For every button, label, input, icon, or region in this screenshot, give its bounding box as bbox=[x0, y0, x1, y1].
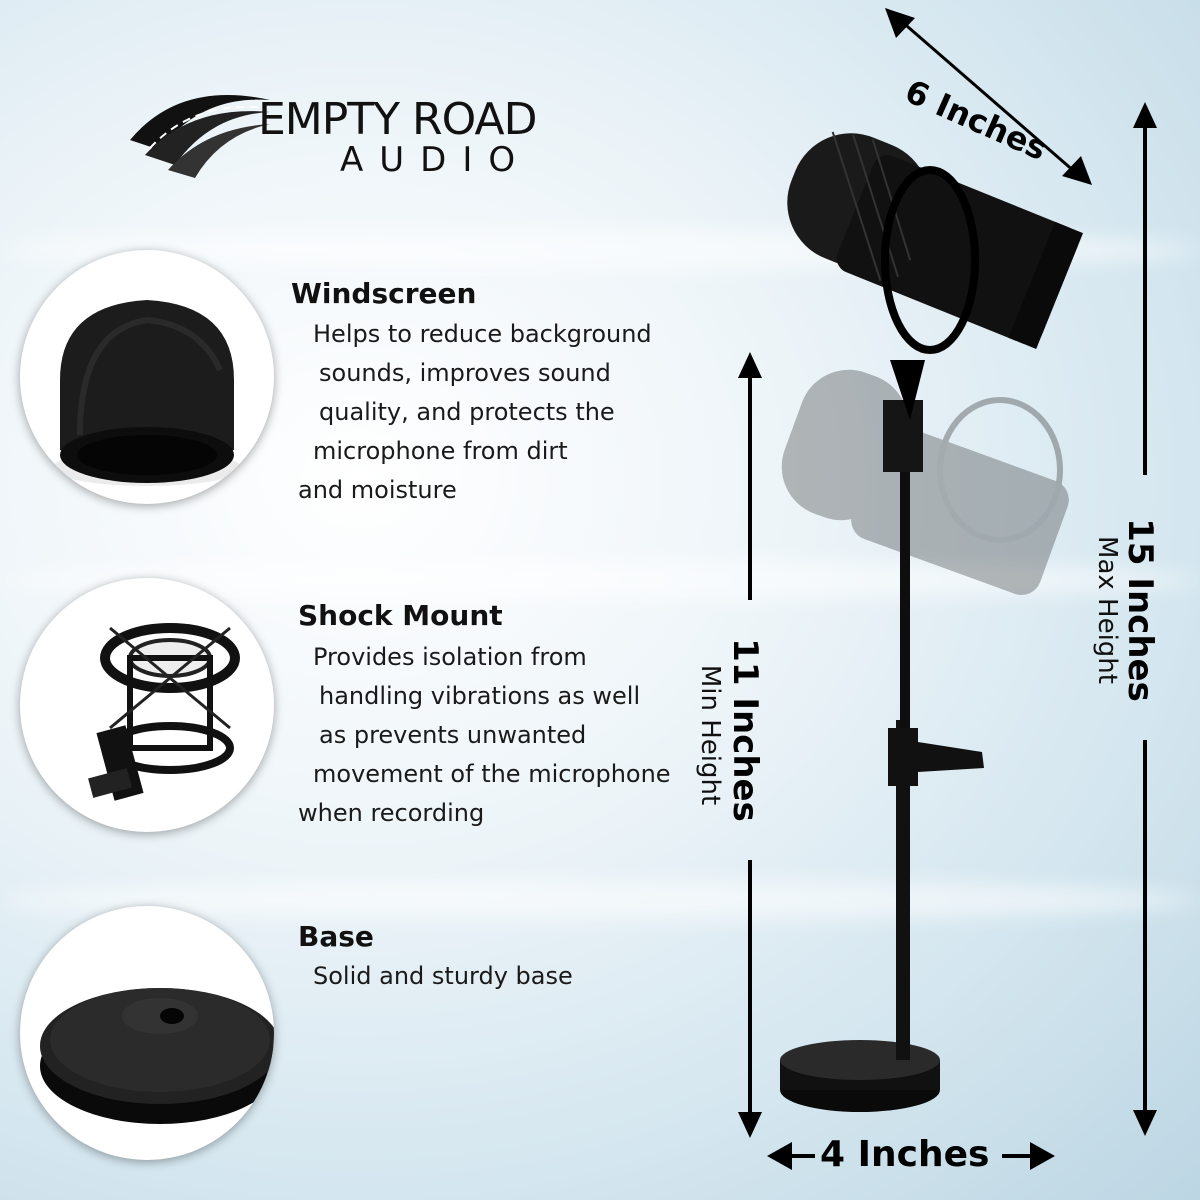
windscreen-image bbox=[20, 250, 274, 504]
logo-wordmark: EMPTY ROAD bbox=[258, 94, 537, 145]
base-width-label: 4 Inches bbox=[820, 1134, 990, 1175]
base-image bbox=[20, 906, 274, 1160]
shock-mount-image bbox=[20, 578, 274, 832]
shock-mount-description-line: when recording bbox=[298, 799, 485, 827]
shock-mount-title: Shock Mount bbox=[298, 599, 503, 632]
background-streak bbox=[0, 880, 1200, 920]
min-height-value: 11 Inches bbox=[725, 638, 765, 822]
windscreen-description-line: sounds, improves sound bbox=[319, 359, 611, 387]
shock-mount-description-line: handling vibrations as well bbox=[319, 682, 641, 710]
windscreen-description-line: microphone from dirt bbox=[313, 437, 568, 465]
windscreen-description-line: quality, and protects the bbox=[319, 398, 615, 426]
top-width-label: 6 Inches bbox=[899, 72, 1053, 168]
logo-subtitle: AUDIO bbox=[340, 140, 532, 180]
windscreen-description-line: Helps to reduce background bbox=[313, 320, 652, 348]
base-description-line: Solid and sturdy base bbox=[313, 962, 573, 990]
base-title: Base bbox=[298, 920, 374, 953]
shock-mount-description-line: Provides isolation from bbox=[313, 643, 587, 671]
windscreen-title: Windscreen bbox=[291, 277, 477, 310]
max-height-label: Max Height bbox=[1092, 536, 1122, 684]
max-height-value: 15 Inches bbox=[1120, 518, 1160, 702]
shock-mount-description-line: as prevents unwanted bbox=[319, 721, 587, 749]
shock-mount-description-line: movement of the microphone bbox=[313, 760, 671, 788]
windscreen-description-line: and moisture bbox=[298, 476, 457, 504]
road-swoosh-icon bbox=[130, 95, 270, 178]
brand-logo: EMPTY ROAD AUDIO bbox=[120, 70, 620, 190]
min-height-label: Min Height bbox=[695, 664, 725, 806]
